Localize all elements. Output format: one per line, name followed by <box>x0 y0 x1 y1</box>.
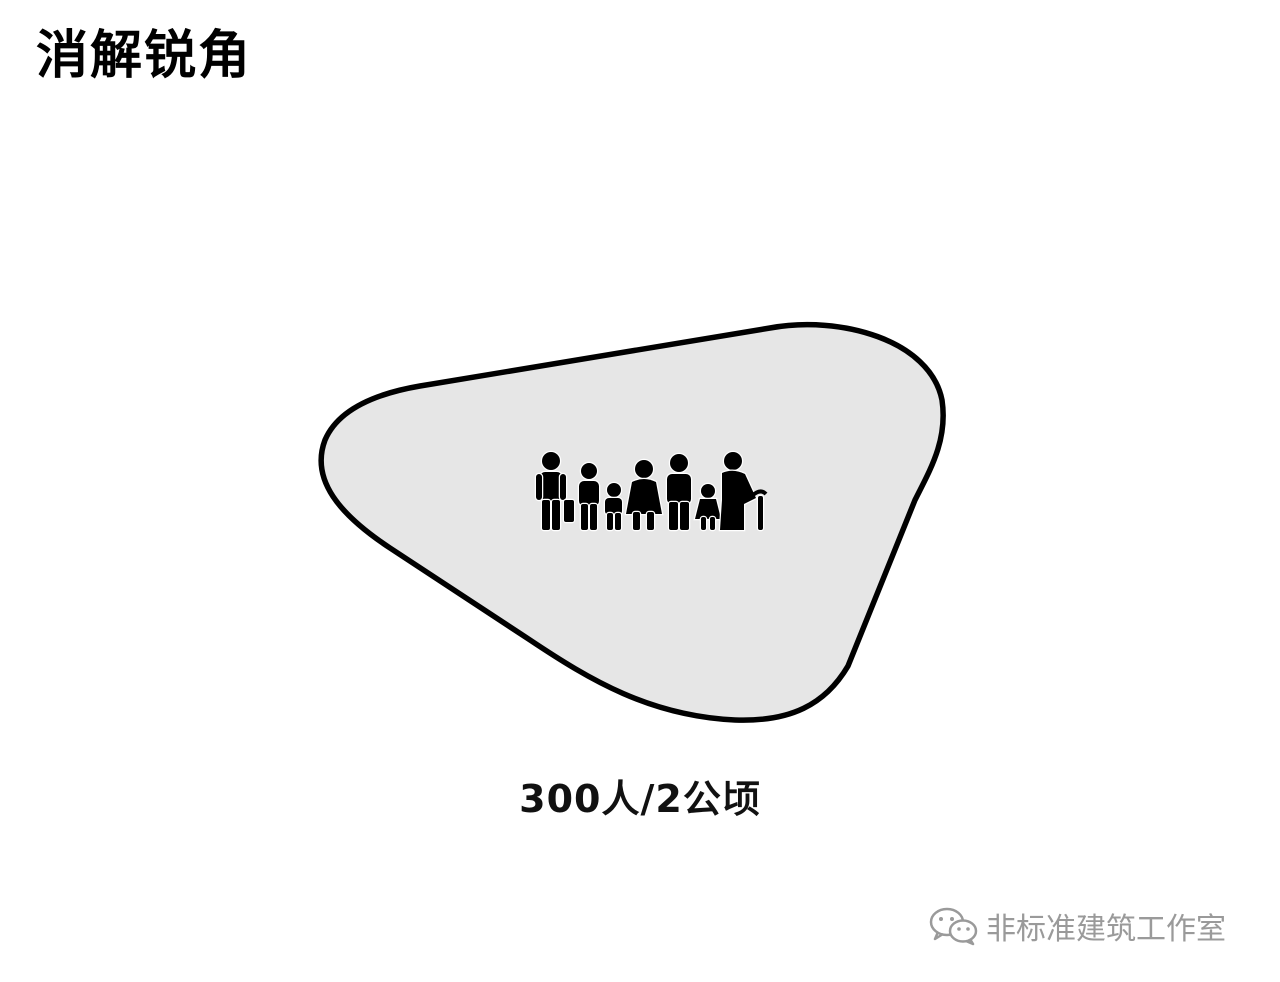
wechat-icon <box>929 907 978 946</box>
page-title: 消解锐角 <box>36 26 253 86</box>
density-caption: 300人/2公顷 <box>519 777 761 821</box>
family-group-icon <box>534 450 768 532</box>
watermark-text: 非标准建筑工作室 <box>986 912 1226 947</box>
watermark: 非标准建筑工作室 <box>928 900 1226 952</box>
